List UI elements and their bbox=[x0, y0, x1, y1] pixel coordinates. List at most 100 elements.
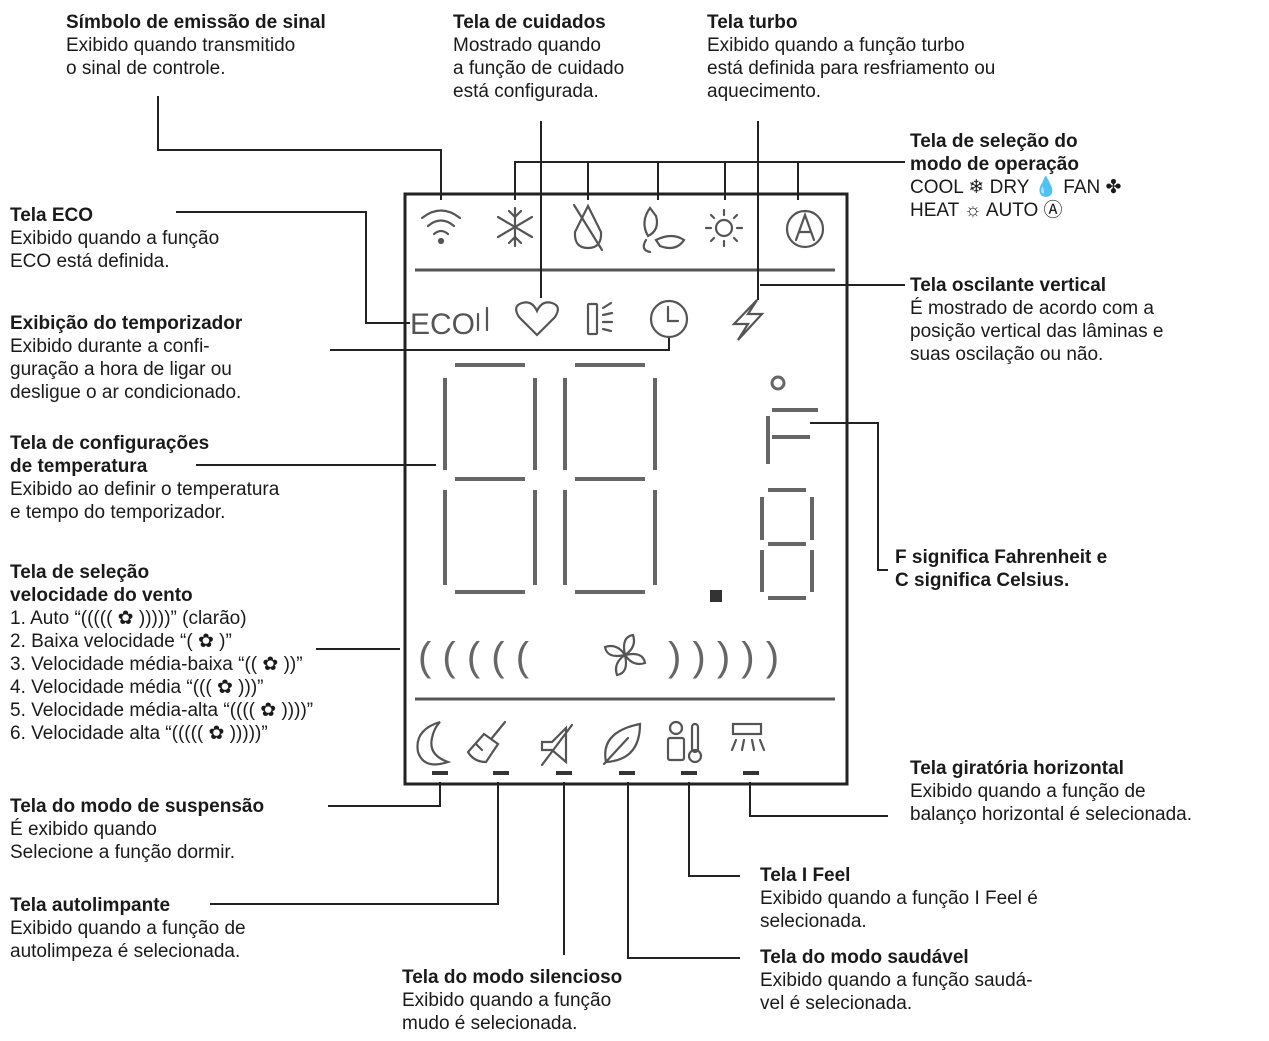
sleep-moon-icon bbox=[416, 720, 452, 766]
label-quiet-desc: mudo é selecionada. bbox=[402, 1013, 578, 1034]
fan-mode-icon bbox=[642, 206, 686, 254]
label-temp-desc: e tempo do temporizador. bbox=[10, 502, 226, 523]
label-ifeel-desc: selecionada. bbox=[760, 911, 867, 932]
label-fan-item: 4. Velocidade média “((( ✿ )))” bbox=[10, 677, 264, 698]
label-fan-item: 6. Velocidade alta “((((( ✿ )))))” bbox=[10, 723, 268, 744]
label-clean-desc: autolimpeza é selecionada. bbox=[10, 941, 241, 962]
label-fan-title: velocidade do vento bbox=[10, 585, 193, 606]
cool-snowflake-icon bbox=[496, 206, 534, 248]
label-swingh: Tela giratória horizontal Exibido quando… bbox=[910, 757, 1192, 826]
degree-symbol bbox=[770, 375, 786, 391]
label-temp-desc: Exibido ao definir o temperatura bbox=[10, 479, 280, 500]
label-ifeel-desc: Exibido quando a função I Feel é bbox=[760, 888, 1038, 909]
clean-broom-icon bbox=[466, 720, 507, 764]
label-turbo-desc: está definida para resfriamento ou bbox=[707, 58, 996, 79]
label-swingv-desc: suas oscilação ou não. bbox=[910, 344, 1104, 365]
label-timer: Exibição do temporizador Exibido durante… bbox=[10, 312, 242, 404]
fan-brackets-left: ( ( ( ( ( bbox=[418, 635, 530, 679]
label-eco-desc: Exibido quando a função bbox=[10, 228, 220, 249]
label-timer-desc: Exibido durante a confi- bbox=[10, 336, 210, 357]
horizontal-swing-icon bbox=[730, 722, 766, 752]
label-turbo: Tela turbo Exibido quando a função turbo… bbox=[707, 11, 995, 103]
label-fan-item: 2. Baixa velocidade “( ✿ )” bbox=[10, 631, 232, 652]
label-timer-desc: desligue o ar condicionado. bbox=[10, 382, 242, 403]
label-unit: F significa Fahrenheit e C significa Cel… bbox=[895, 546, 1107, 592]
vertical-swing-icon bbox=[586, 301, 614, 336]
label-clean-title: Tela autolimpante bbox=[10, 895, 171, 916]
leader-lines bbox=[157, 96, 905, 959]
label-fan-title: Tela de seleção bbox=[10, 562, 150, 583]
label-care: Tela de cuidados Mostrado quando a funçã… bbox=[453, 11, 624, 103]
label-ifeel-title: Tela I Feel bbox=[760, 865, 851, 886]
ifeel-person-icon bbox=[666, 720, 703, 764]
eco-text: ECO bbox=[410, 308, 475, 341]
label-sleep-desc: Selecione a função dormir. bbox=[10, 842, 235, 863]
label-swingv-desc: É mostrado de acordo com a bbox=[910, 298, 1154, 319]
label-fan-item: 3. Velocidade média-baixa “(( ✿ ))” bbox=[10, 654, 303, 675]
label-signal: Símbolo de emissão de sinal Exibido quan… bbox=[66, 11, 326, 80]
label-healthy-desc: Exibido quando a função saudá- bbox=[760, 970, 1033, 991]
label-temp-title: Tela de configurações bbox=[10, 433, 210, 454]
label-ifeel: Tela I Feel Exibido quando a função I Fe… bbox=[760, 864, 1038, 933]
label-swingh-title: Tela giratória horizontal bbox=[910, 758, 1124, 779]
label-care-desc: Mostrado quando bbox=[453, 35, 601, 56]
label-temp-title: de temperatura bbox=[10, 456, 148, 477]
label-quiet: Tela do modo silencioso Exibido quando a… bbox=[402, 966, 622, 1035]
label-quiet-desc: Exibido quando a função bbox=[402, 990, 612, 1011]
healthy-leaf-icon bbox=[602, 722, 642, 766]
label-mode-keys: HEAT ☼ AUTO Ⓐ bbox=[910, 200, 1063, 221]
dry-drop-icon bbox=[572, 203, 604, 252]
fan-speed-icon bbox=[603, 633, 647, 677]
label-signal-desc: Exibido quando transmitido bbox=[66, 35, 296, 56]
label-signal-desc: o sinal de controle. bbox=[66, 58, 226, 79]
label-swingv-title: Tela oscilante vertical bbox=[910, 275, 1107, 296]
label-eco-desc: ECO está definida. bbox=[10, 251, 170, 272]
label-signal-title: Símbolo de emissão de sinal bbox=[66, 12, 326, 33]
label-healthy-desc: vel é selecionada. bbox=[760, 993, 913, 1014]
label-care-title: Tela de cuidados bbox=[453, 12, 606, 33]
label-healthy: Tela do modo saudável Exibido quando a f… bbox=[760, 946, 1033, 1015]
label-eco-title: Tela ECO bbox=[10, 205, 94, 226]
label-mode: Tela de seleção do modo de operação COOL… bbox=[910, 130, 1121, 222]
label-clean: Tela autolimpante Exibido quando a funçã… bbox=[10, 894, 246, 963]
timer-clock-icon bbox=[649, 299, 689, 339]
label-turbo-title: Tela turbo bbox=[707, 12, 798, 33]
label-care-desc: está configurada. bbox=[453, 81, 599, 102]
label-timer-desc: guração a hora de ligar ou bbox=[10, 359, 232, 380]
heat-sun-icon bbox=[704, 208, 744, 248]
label-turbo-desc: Exibido quando a função turbo bbox=[707, 35, 965, 56]
label-sleep-desc: É exibido quando bbox=[10, 819, 157, 840]
signal-icon bbox=[420, 209, 462, 245]
label-swingv: Tela oscilante vertical É mostrado de ac… bbox=[910, 274, 1163, 366]
label-unit-title: F significa Fahrenheit e bbox=[895, 547, 1108, 568]
label-mode-title: modo de operação bbox=[910, 154, 1079, 175]
label-fan-item: 5. Velocidade média-alta “(((( ✿ ))))” bbox=[10, 700, 314, 721]
quiet-mute-icon bbox=[540, 723, 574, 767]
label-turbo-desc: aquecimento. bbox=[707, 81, 822, 102]
auto-mode-icon bbox=[785, 209, 825, 249]
label-eco: Tela ECO Exibido quando a função ECO est… bbox=[10, 204, 219, 273]
label-mode-title: Tela de seleção do bbox=[910, 131, 1078, 152]
eco-bars-icon bbox=[476, 306, 489, 332]
label-swingv-desc: posição vertical das lâminas e bbox=[910, 321, 1164, 342]
care-heart-icon bbox=[515, 301, 559, 337]
label-unit-title: C significa Celsius. bbox=[895, 570, 1070, 591]
decimal-point bbox=[710, 590, 722, 602]
label-care-desc: a função de cuidado bbox=[453, 58, 625, 79]
fan-brackets-right: ) ) ) ) ) bbox=[668, 635, 779, 679]
lcd-frame bbox=[403, 192, 849, 786]
label-mode-keys: COOL ❄ DRY 💧 FAN ✤ bbox=[910, 177, 1122, 198]
label-clean-desc: Exibido quando a função de bbox=[10, 918, 246, 939]
label-fan: Tela de seleção velocidade do vento 1. A… bbox=[10, 561, 313, 745]
turbo-bolt-icon bbox=[731, 299, 765, 341]
label-swingh-desc: balanço horizontal é selecionada. bbox=[910, 804, 1193, 825]
label-sleep: Tela do modo de suspensão É exibido quan… bbox=[10, 795, 264, 864]
label-temp: Tela de configurações de temperatura Exi… bbox=[10, 432, 279, 524]
label-fan-item: 1. Auto “((((( ✿ )))))” (clarão) bbox=[10, 608, 247, 629]
label-timer-title: Exibição do temporizador bbox=[10, 313, 243, 334]
label-quiet-title: Tela do modo silencioso bbox=[402, 967, 623, 988]
label-sleep-title: Tela do modo de suspensão bbox=[10, 796, 265, 817]
label-swingh-desc: Exibido quando a função de bbox=[910, 781, 1146, 802]
temperature-digits bbox=[443, 363, 818, 600]
